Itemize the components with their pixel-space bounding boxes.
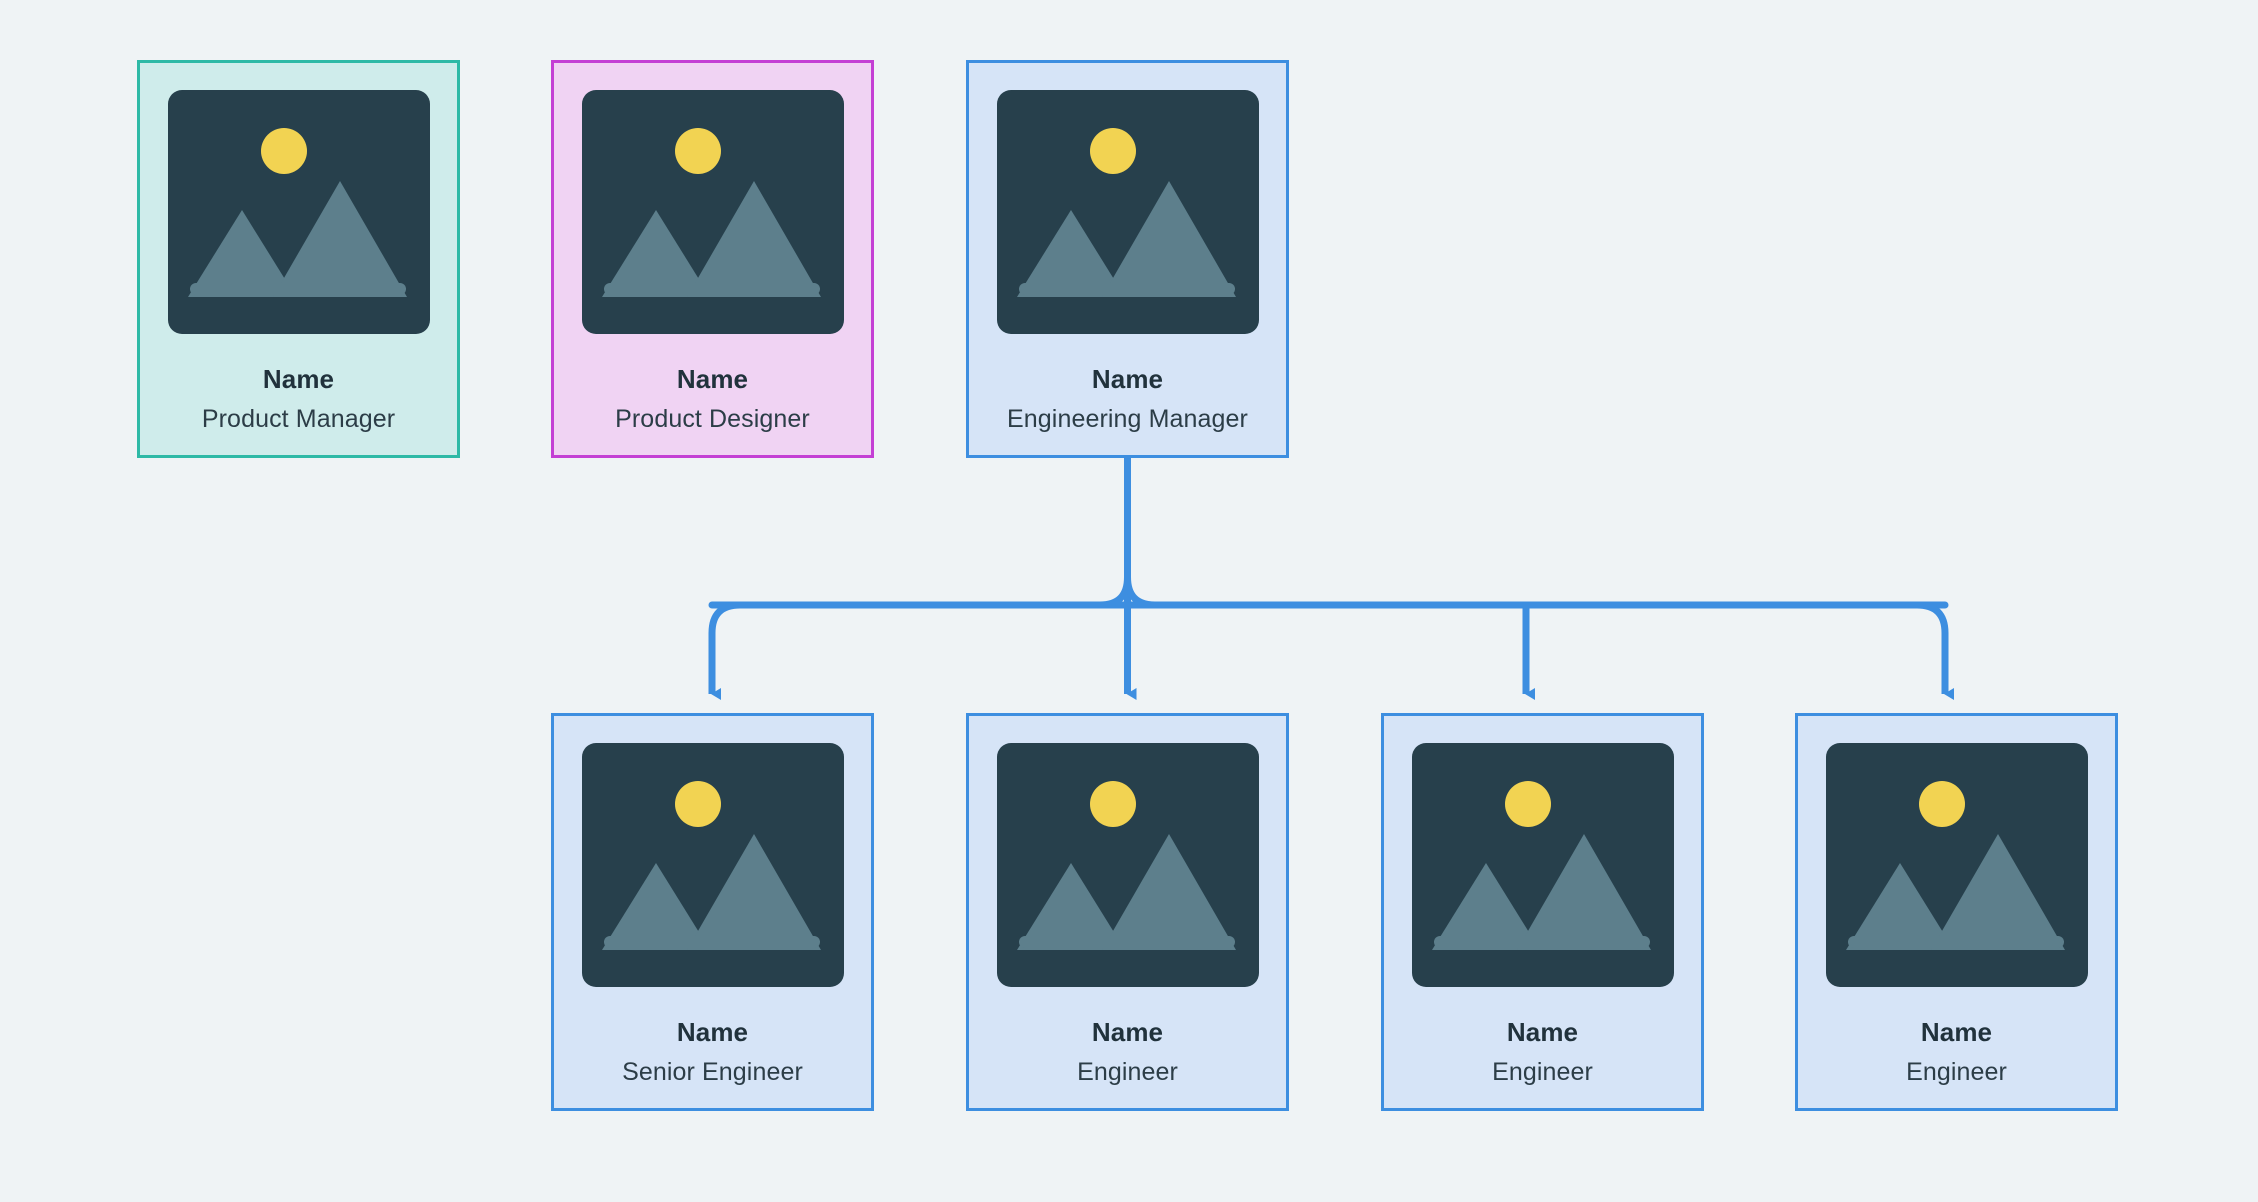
sun-icon (674, 781, 721, 827)
sun-icon (1918, 781, 1965, 827)
person-card-engineer-1[interactable]: Name Engineer (966, 713, 1289, 1111)
mountain-large-icon (686, 831, 821, 950)
mountain-large-icon (1930, 831, 2065, 950)
mountain-base (603, 936, 820, 948)
image-placeholder-icon (1411, 743, 1674, 987)
person-role: Senior Engineer (622, 1058, 803, 1086)
mountain-base (1018, 283, 1235, 295)
image-placeholder-icon (996, 90, 1259, 334)
mountain-base (1847, 936, 2064, 948)
person-card-product-manager[interactable]: Name Product Manager (137, 60, 460, 458)
sun-icon (674, 128, 721, 174)
person-name: Name (262, 364, 335, 394)
person-role: Engineer (1906, 1058, 2007, 1086)
person-card-product-designer[interactable]: Name Product Designer (551, 60, 874, 458)
mountain-large-icon (1516, 831, 1651, 950)
person-card-senior-engineer[interactable]: Name Senior Engineer (551, 713, 874, 1111)
person-role: Product Manager (201, 405, 396, 433)
mountain-base (1433, 936, 1650, 948)
person-name: Name (1506, 1017, 1579, 1047)
image-placeholder-icon (1825, 743, 2088, 987)
person-name: Name (676, 364, 749, 394)
mountain-large-icon (1101, 178, 1236, 297)
person-role: Engineer (1077, 1058, 1178, 1086)
mountain-large-icon (1101, 831, 1236, 950)
connector-to-engineer-3 (1916, 601, 1954, 700)
person-name: Name (1091, 364, 1164, 394)
person-card-engineer-2[interactable]: Name Engineer (1381, 713, 1704, 1111)
sun-icon (1089, 128, 1136, 174)
sun-icon (1504, 781, 1551, 827)
sun-icon (260, 128, 307, 174)
connector-to-senior-engineer (708, 601, 741, 700)
person-name: Name (1091, 1017, 1164, 1047)
image-placeholder-icon (581, 743, 844, 987)
mountain-base (1018, 936, 1235, 948)
image-placeholder-icon (581, 90, 844, 334)
image-placeholder-icon (996, 743, 1259, 987)
connector-junction-right (1124, 576, 1156, 609)
connector-junction-left (1099, 576, 1131, 609)
image-placeholder-icon (167, 90, 430, 334)
sun-icon (1089, 781, 1136, 827)
person-card-engineer-3[interactable]: Name Engineer (1795, 713, 2118, 1111)
person-role: Engineer (1492, 1058, 1593, 1086)
person-role: Engineering Manager (1007, 405, 1248, 433)
person-role: Product Designer (615, 405, 810, 433)
person-name: Name (676, 1017, 749, 1047)
mountain-large-icon (272, 178, 407, 297)
mountain-large-icon (686, 178, 821, 297)
mountain-base (603, 283, 820, 295)
mountain-base (189, 283, 406, 295)
person-name: Name (1920, 1017, 1993, 1047)
person-card-engineering-manager[interactable]: Name Engineering Manager (966, 60, 1289, 458)
